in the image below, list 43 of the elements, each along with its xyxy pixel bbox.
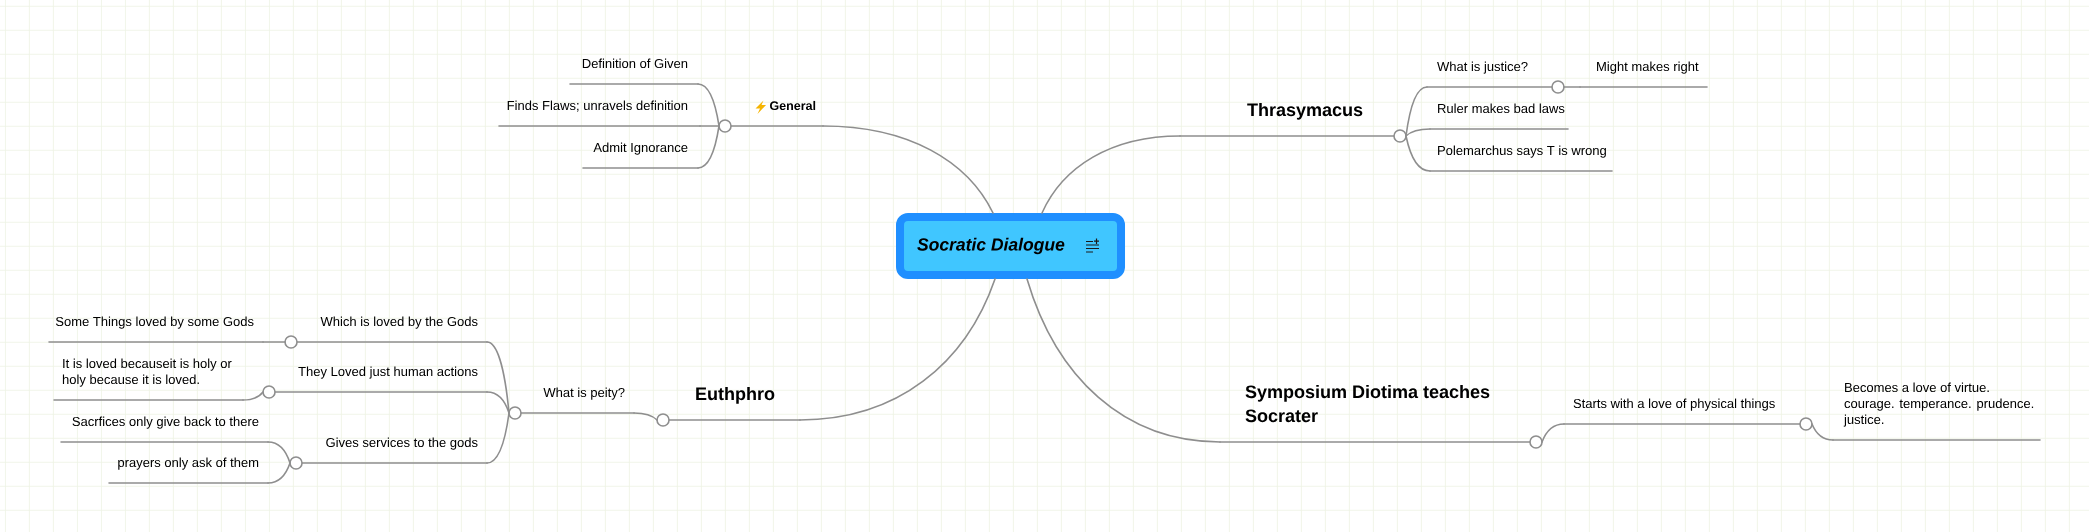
- main-topic: Euthphro: [668, 386, 801, 421]
- branch-line: [486, 412, 510, 464]
- subtopic: Which is loved by the Gods: [296, 316, 488, 343]
- subtopic: Finds Flaws; unravels definition: [498, 100, 701, 127]
- branch-line: [697, 125, 720, 169]
- branch-line: [267, 441, 291, 464]
- branch-line: [486, 341, 510, 414]
- branch-line: [633, 412, 658, 421]
- branch-line: [267, 462, 291, 484]
- subtopic: Gives services to the gods: [301, 437, 488, 464]
- subtopic: Starts with a love of physical things: [1563, 398, 1801, 425]
- branch-line: [1541, 423, 1565, 443]
- branch-line: [1405, 86, 1428, 137]
- subtopic: Admit Ignorance: [582, 142, 699, 169]
- branch-line: [697, 83, 720, 127]
- branch-line: [822, 125, 994, 214]
- subtopic: Ruler makes bad laws: [1429, 103, 1569, 130]
- branch-line: [699, 125, 720, 127]
- subtopic: Sacrfices only give back to there: [60, 416, 269, 443]
- subtopic: They Loved just human actions: [274, 366, 488, 393]
- branch-line: [486, 391, 510, 414]
- subtopic: General: [730, 100, 824, 127]
- branch-line: [1563, 86, 1581, 88]
- subtopic: Becomes a love of virtue. courage. temperance. prudence. justice.: [1832, 382, 2041, 441]
- branch-line: [242, 391, 264, 401]
- subtopic: What is peity?: [520, 387, 635, 414]
- branch-line: [1405, 135, 1431, 172]
- branch-line: [799, 278, 996, 421]
- subtopic: It is loved becauseit is holy or holy because it is loved.: [53, 358, 244, 401]
- subtopic: Definition of Given: [569, 58, 699, 85]
- subtopic: prayers only ask of them: [108, 457, 269, 484]
- branch-line: [1041, 135, 1181, 214]
- subtopic: Polemarchus says T is wrong: [1429, 145, 1613, 172]
- subtopic: Some Things loved by some Gods: [48, 316, 264, 343]
- main-topic: Thrasymacus: [1179, 102, 1395, 137]
- branch-line: [1811, 423, 1834, 441]
- subtopic: What is justice?: [1426, 61, 1553, 88]
- branch-line: [262, 341, 286, 343]
- branch-line: [1405, 128, 1431, 137]
- central-topic-box: Socratic Dialogue: [896, 213, 1125, 279]
- main-topic: Symposium Diotima teaches Socrater: [1219, 384, 1531, 443]
- subtopic: Might makes right: [1579, 61, 1708, 88]
- branch-line: [1026, 278, 1221, 443]
